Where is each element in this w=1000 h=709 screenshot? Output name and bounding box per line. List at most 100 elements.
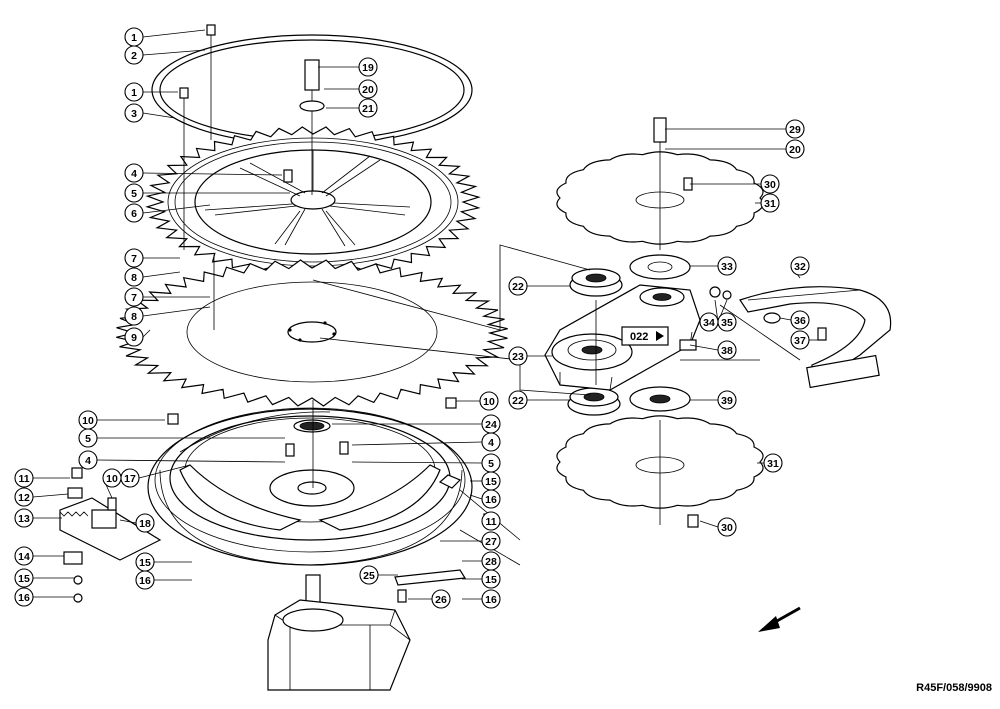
callout-24: 24 — [332, 414, 501, 434]
middle-saw-blade — [116, 259, 508, 407]
callout-38: 38 — [689, 340, 737, 360]
callout-number: 30 — [721, 522, 733, 534]
callout-18: 18 — [119, 513, 155, 533]
callout-8: 8 — [124, 267, 181, 287]
callout-16: 16 — [135, 570, 192, 590]
callout-number: 23 — [512, 351, 524, 363]
callout-number: 22 — [512, 395, 524, 407]
callout-number: 32 — [794, 261, 806, 273]
callout-number: 13 — [18, 513, 30, 525]
callout-30: 30 — [690, 174, 780, 194]
callout-7: 7 — [124, 287, 210, 307]
callout-number: 25 — [363, 570, 375, 582]
callout-14: 14 — [14, 546, 64, 566]
drawing-reference-code: R45F/058/9908 — [916, 682, 992, 694]
callout-number: 15 — [485, 476, 497, 488]
reference-box-label: 022 — [630, 331, 648, 343]
callout-number: 19 — [362, 62, 374, 74]
callout-number: 16 — [18, 592, 30, 604]
callout-33: 33 — [690, 256, 737, 276]
callout-15: 15 — [470, 471, 501, 491]
callout-number: 11 — [18, 473, 29, 485]
callout-4: 4 — [351, 432, 501, 452]
callout-number: 14 — [18, 551, 30, 563]
callout-22: 22 — [508, 276, 570, 296]
lower-rotor-housing — [147, 407, 473, 566]
callout-12: 12 — [14, 487, 69, 507]
callout-number: 24 — [485, 419, 497, 431]
callout-31: 31 — [757, 453, 783, 473]
callout-26: 26 — [408, 589, 451, 609]
callout-number: 5 — [85, 433, 91, 445]
callout-number: 15 — [139, 557, 151, 569]
callout-number: 8 — [131, 311, 137, 323]
callout-number: 5 — [131, 188, 137, 200]
callout-1: 1 — [124, 82, 178, 102]
callout-30: 30 — [699, 517, 737, 537]
callout-number: 34 — [703, 317, 715, 329]
callout-number: 16 — [485, 494, 497, 506]
callout-6: 6 — [124, 203, 211, 223]
callout-15: 15 — [135, 552, 192, 572]
reference-box: 022 — [621, 326, 669, 346]
callout-number: 15 — [18, 573, 30, 585]
callout-35: 35 — [717, 299, 737, 332]
upper-saw-blade — [145, 126, 481, 278]
callout-15: 15 — [14, 568, 74, 588]
callout-16: 16 — [469, 489, 501, 509]
callout-number: 22 — [512, 281, 524, 293]
callout-22: 22 — [508, 390, 570, 410]
knife-assembly — [59, 487, 162, 603]
callout-20: 20 — [324, 79, 378, 99]
callout-number: 33 — [721, 261, 733, 273]
callout-31: 31 — [755, 193, 780, 213]
callout-number: 30 — [764, 179, 776, 191]
callout-number: 1 — [131, 87, 137, 99]
callout-5: 5 — [78, 428, 285, 448]
callout-number: 4 — [131, 168, 137, 180]
callout-25: 25 — [359, 565, 398, 585]
callout-number: 38 — [721, 345, 733, 357]
callout-9: 9 — [124, 327, 151, 347]
callout-11: 11 — [481, 511, 501, 531]
callout-10: 10 — [78, 410, 165, 430]
callout-number: 12 — [18, 492, 30, 504]
callout-number: 18 — [139, 518, 151, 530]
callout-4: 4 — [78, 450, 286, 470]
callout-5: 5 — [124, 183, 290, 203]
callout-10: 10 — [456, 391, 499, 411]
callout-34: 34 — [699, 299, 719, 332]
callout-number: 26 — [435, 594, 447, 606]
callout-number: 11 — [485, 516, 496, 528]
callout-number: 8 — [131, 272, 137, 284]
callout-number: 20 — [789, 144, 801, 156]
callout-1: 1 — [124, 27, 206, 47]
callout-number: 20 — [362, 84, 374, 96]
callout-number: 16 — [139, 575, 151, 587]
gearbox — [267, 574, 411, 691]
callout-8: 8 — [124, 306, 211, 326]
callout-16: 16 — [462, 589, 501, 609]
deflector-guard — [679, 286, 892, 389]
callout-7: 7 — [124, 248, 180, 268]
callout-15: 15 — [462, 569, 501, 589]
callout-29: 29 — [665, 119, 805, 139]
callout-number: 4 — [488, 437, 494, 449]
callout-number: 10 — [106, 473, 118, 485]
callout-32: 32 — [790, 256, 810, 279]
callout-number: 27 — [485, 536, 497, 548]
callout-4: 4 — [124, 163, 283, 183]
callout-number: 39 — [721, 395, 733, 407]
callout-3: 3 — [124, 103, 176, 123]
callout-13: 13 — [14, 508, 62, 528]
callout-number: 35 — [721, 317, 733, 329]
callout-16: 16 — [14, 587, 74, 607]
callout-37: 37 — [790, 330, 825, 350]
callout-number: 15 — [485, 574, 497, 586]
callout-11: 11 — [14, 468, 70, 488]
callout-number: 7 — [131, 253, 137, 265]
callout-number: 31 — [764, 198, 776, 210]
callout-number: 7 — [131, 292, 137, 304]
callout-number: 29 — [789, 124, 801, 136]
